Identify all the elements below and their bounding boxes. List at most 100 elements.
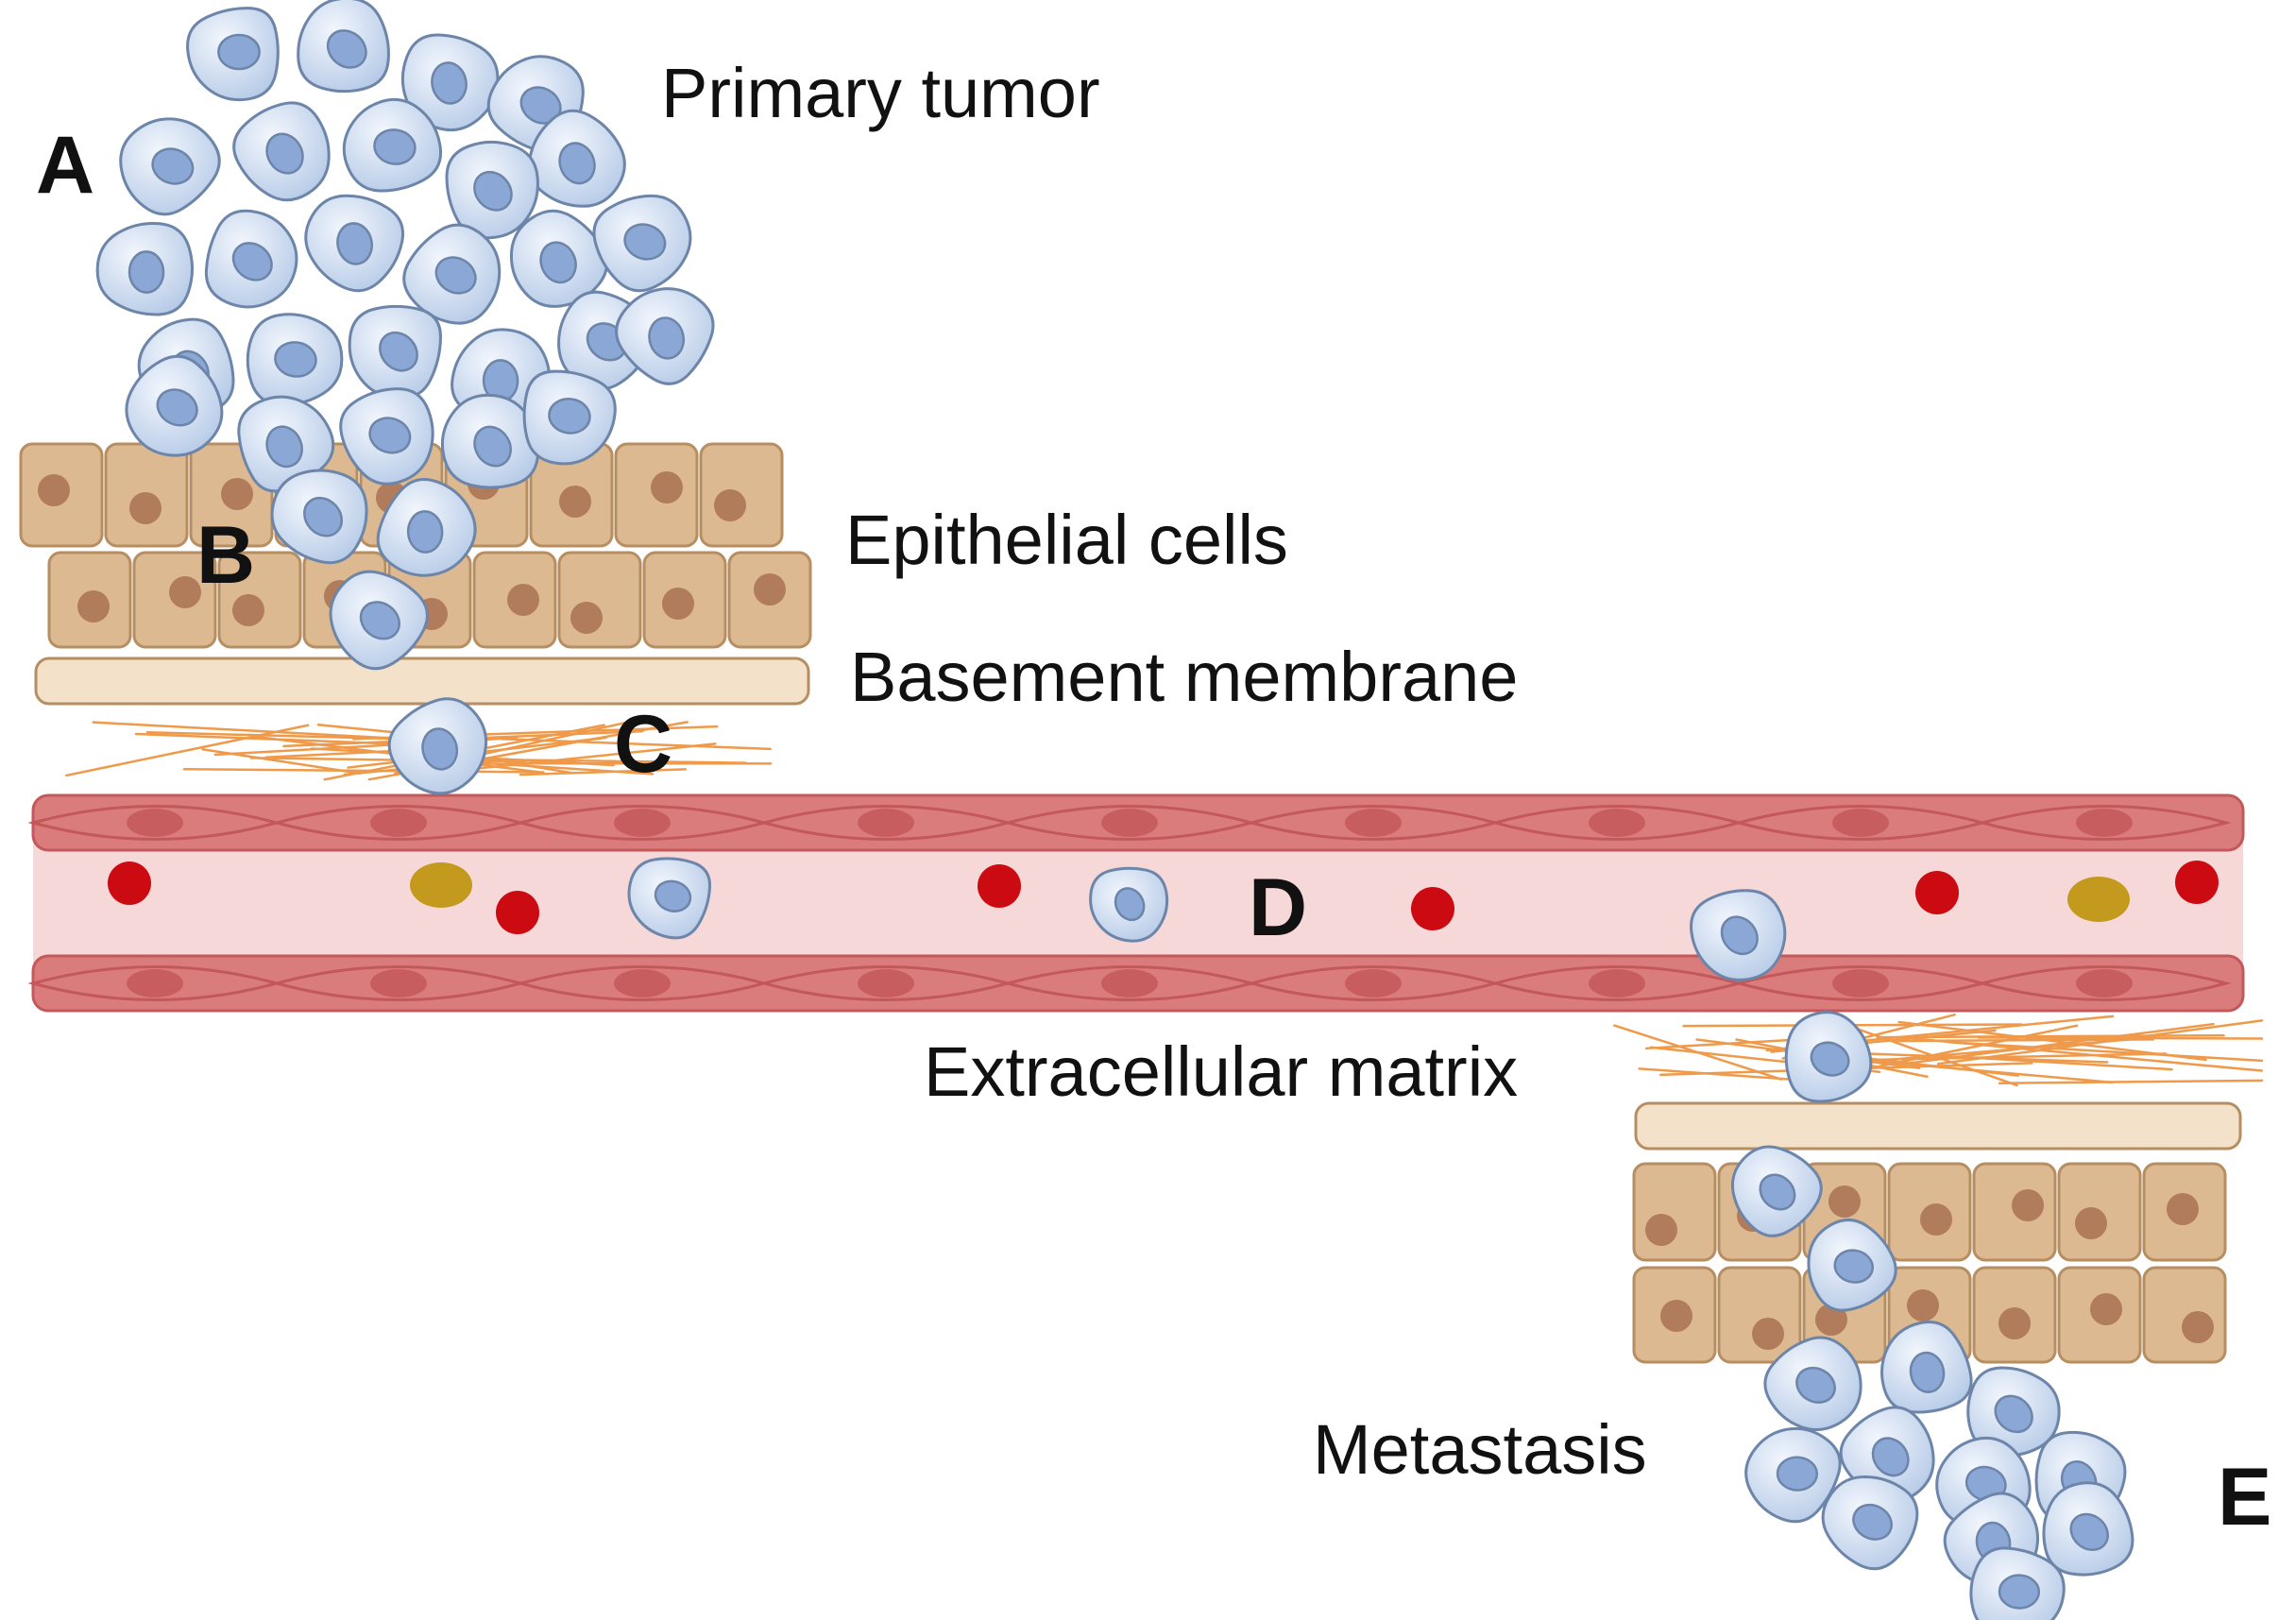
tumor-nucleus (373, 128, 417, 165)
extracellular-matrix-label: Extracellular matrix (924, 1032, 1519, 1111)
tumor-nucleus (1795, 1366, 1836, 1404)
endothelial-cell (1977, 805, 2232, 841)
tumor-nucleus (156, 388, 198, 427)
tumor-nucleus (1810, 1041, 1850, 1077)
basement-membrane-lower (1634, 1101, 2242, 1151)
tumor-nucleus (406, 510, 444, 554)
metastasis-label: Metastasis (1313, 1410, 1647, 1489)
matrix-fiber (1998, 1079, 2264, 1084)
tumor-nucleus (421, 727, 459, 771)
tumor-nucleus (1871, 1437, 1910, 1477)
tumor-nucleus (1759, 1173, 1796, 1211)
tumor-nucleus (303, 496, 344, 537)
epithelial-nucleus (77, 590, 110, 622)
red-blood-cell (496, 891, 539, 934)
matrix-fiber (1956, 1055, 2173, 1071)
epithelial-nucleus (570, 602, 603, 634)
matrix-fiber (65, 724, 310, 777)
tumor-nucleus (265, 425, 303, 469)
endothelial-nucleus (2076, 809, 2133, 837)
epithelial-nucleus (559, 486, 591, 518)
tumor-nucleus (1776, 1456, 1819, 1492)
epithelial-nucleus (221, 478, 253, 510)
red-blood-cell (108, 861, 151, 905)
matrix-fiber (1894, 1038, 2155, 1043)
epithelial-cells-label: Epithelial cells (845, 501, 1288, 579)
epithelial-nucleus (1907, 1289, 1939, 1322)
endothelial-nucleus (1101, 969, 1158, 998)
endothelial-nucleus (127, 809, 183, 837)
step-d-label: D (1249, 862, 1308, 953)
tumor-nucleus (434, 256, 477, 295)
step-c-label: C (614, 699, 673, 790)
epithelial-nucleus (169, 576, 201, 608)
epithelial-nucleus (2090, 1293, 2122, 1325)
tumor-nucleus (548, 398, 591, 435)
tumor-nucleus (431, 61, 468, 105)
epithelial-nucleus (662, 588, 694, 620)
red-blood-cell (978, 864, 1021, 908)
epithelial-nucleus (754, 573, 786, 605)
epithelial-cell (1717, 1266, 1802, 1364)
tumor-nucleus (648, 316, 686, 360)
endothelial-nucleus (127, 969, 183, 998)
blood-cells (108, 861, 2219, 934)
tumor-nucleus (1852, 1503, 1894, 1541)
tumor-nucleus (1909, 1351, 1946, 1393)
tumor-nucleus (539, 241, 577, 284)
tumor-nucleus (379, 331, 418, 372)
epithelial-nucleus (129, 492, 162, 524)
endothelial-nucleus (1345, 969, 1402, 998)
tumor-nucleus (336, 222, 373, 265)
tumor-nucleus (1720, 915, 1759, 956)
epithelial-cell (557, 551, 642, 649)
endothelial-nucleus (858, 809, 914, 837)
endothelial-nucleus (614, 809, 671, 837)
epithelial-cell (2142, 1266, 2227, 1364)
epithelial-nucleus (714, 489, 746, 521)
matrix-fiber (1638, 1067, 1808, 1083)
epithelial-nucleus (38, 474, 70, 506)
epithelial-cell (1632, 1162, 1717, 1262)
endothelial-nucleus (1832, 809, 1889, 837)
tumor-nucleus (1994, 1394, 2033, 1434)
matrix-fiber (92, 721, 429, 742)
endothelial-nucleus (1832, 969, 1889, 998)
epithelial-nucleus (1752, 1318, 1784, 1350)
tumor-nucleus (558, 142, 596, 185)
tumor-nucleus (368, 417, 412, 454)
endothelial-nucleus (1589, 809, 1645, 837)
platelet (410, 862, 472, 908)
lower-tissue-layers (1612, 1013, 2264, 1364)
step-b-label: B (196, 510, 256, 601)
endothelial-nucleus (2076, 969, 2133, 998)
tumor-nucleus (623, 223, 667, 261)
epithelial-nucleus (2012, 1189, 2044, 1221)
tumor-nucleus (151, 147, 195, 185)
epithelial-nucleus (2167, 1193, 2199, 1225)
tumor-nucleus (654, 879, 692, 912)
tumor-nucleus (2069, 1512, 2109, 1552)
tumor-nucleus (265, 132, 304, 175)
endothelial-nucleus (1101, 809, 1158, 837)
epithelial-nucleus (232, 594, 264, 626)
epithelial-nucleus (1645, 1214, 1677, 1246)
primary-tumor-label: Primary tumor (661, 54, 1100, 132)
epithelial-nucleus (2075, 1207, 2107, 1239)
epithelial-nucleus (2182, 1311, 2214, 1343)
epithelial-nucleus (1660, 1300, 1692, 1332)
endothelial-nucleus (370, 809, 427, 837)
red-blood-cell (1915, 871, 1959, 914)
epithelial-nucleus (1828, 1185, 1861, 1218)
matrix-fiber (182, 767, 545, 774)
tumor-cells (95, 0, 2134, 1620)
matrix-fiber (519, 768, 688, 776)
tumor-nucleus (231, 242, 273, 281)
tumor-nucleus (128, 250, 165, 294)
endothelial-cell (1977, 965, 2232, 1001)
epithelial-nucleus (1998, 1307, 2031, 1339)
step-a-label: A (36, 120, 95, 211)
matrix-fiber (1947, 1041, 2264, 1063)
endothelial-nucleus (1589, 969, 1645, 998)
